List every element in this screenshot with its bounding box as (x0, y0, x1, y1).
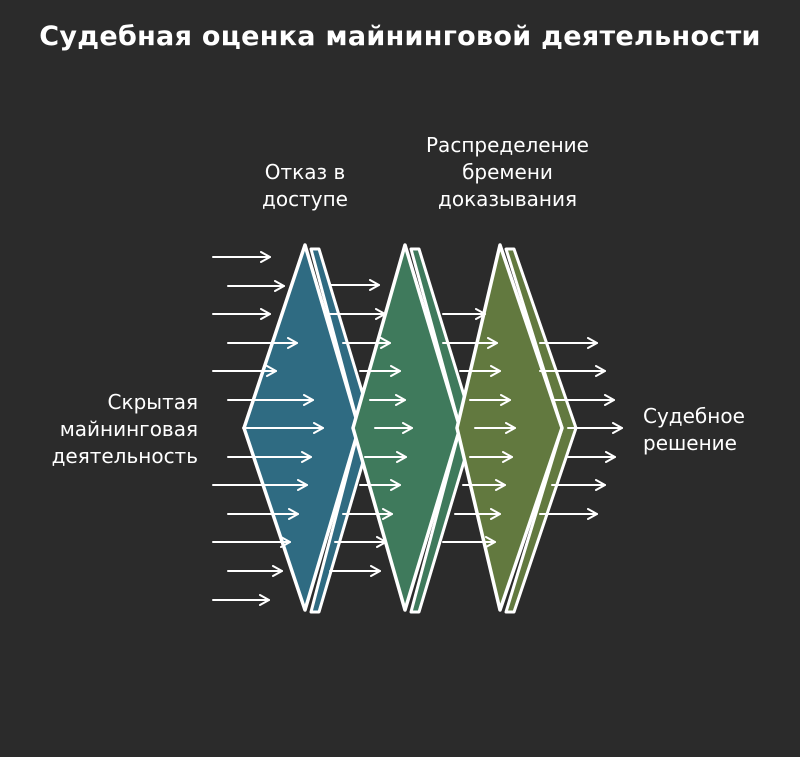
diagram-title: Судебная оценка майнинговой деятельности (39, 21, 761, 52)
stage1-label: Отказ в доступе (262, 160, 348, 211)
output-label: Судебное решение (643, 404, 745, 455)
stage2-label: Распределение бремени доказывания (426, 133, 589, 211)
input-label: Скрытая майнинговая деятельность (51, 390, 198, 468)
